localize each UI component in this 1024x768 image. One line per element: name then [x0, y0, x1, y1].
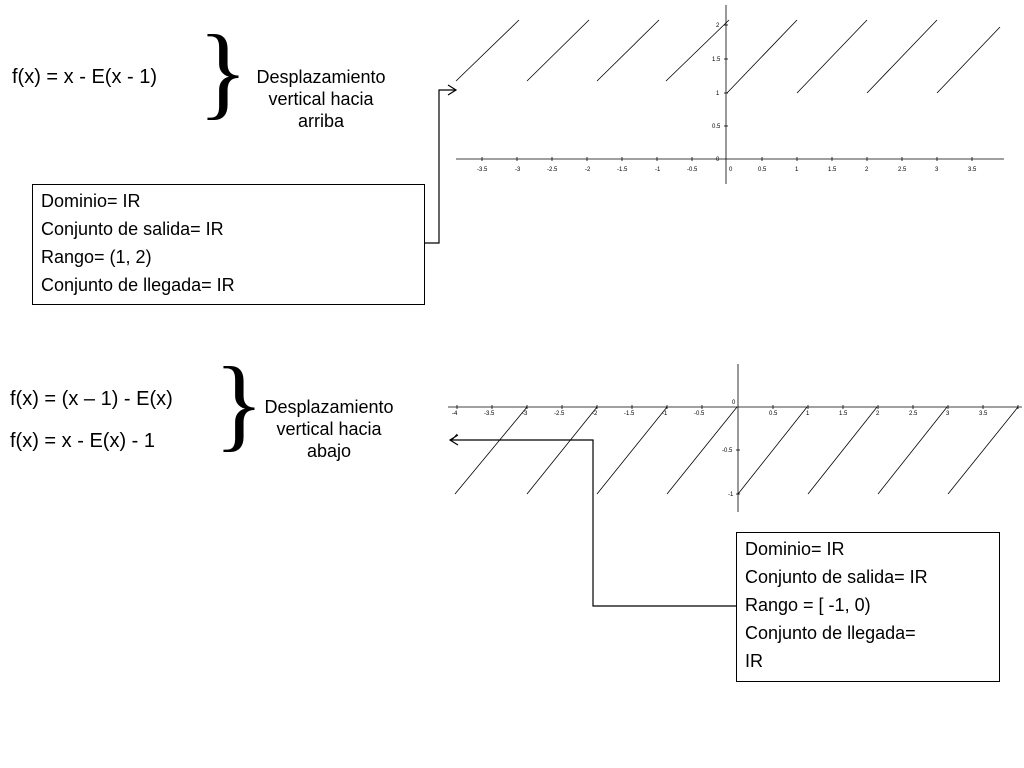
- segment: [866, 19, 938, 94]
- graph-downward: [448, 364, 1022, 512]
- codomain-text: Conjunto de llegada= IR: [41, 275, 235, 295]
- x-tick-label: -3: [515, 167, 521, 173]
- segment: [526, 406, 598, 495]
- segment: [947, 406, 1019, 495]
- graph-upward-labels: -3.5 -3 -2.5 -2 -1.5 -1 -0.5 0 0.5 1 1.5…: [477, 23, 977, 173]
- segment: [665, 19, 730, 82]
- x-tick-label: -2: [592, 411, 598, 417]
- y-tick-label: 0: [716, 157, 720, 163]
- segment: [726, 19, 798, 94]
- x-tick-label: -2: [585, 167, 591, 173]
- x-tick-label: -0.5: [687, 167, 698, 173]
- caption-line: vertical hacia: [276, 419, 382, 439]
- arrowhead-left-icon: [448, 434, 459, 446]
- x-tick-label: 3.5: [979, 411, 988, 417]
- segment: [936, 26, 1001, 94]
- curly-brace-icon: }: [198, 14, 248, 129]
- x-tick-label: 0: [729, 167, 733, 173]
- x-tick-label: 1: [806, 411, 810, 417]
- x-tick-label: -1.5: [624, 411, 635, 417]
- caption-line: Desplazamiento: [256, 67, 386, 87]
- y-tick-label: -1: [728, 492, 734, 498]
- curly-brace-icon: }: [214, 346, 264, 461]
- range-text: Rango = [ -1, 0): [745, 595, 871, 615]
- x-tick-label: 3: [935, 167, 939, 173]
- x-tick-label: 1.5: [828, 167, 837, 173]
- x-tick-label: -0.5: [694, 411, 705, 417]
- x-tick-label: -4: [452, 411, 458, 417]
- properties-box-upward: Dominio= IR Conjunto de salida= IR Rango…: [32, 184, 425, 305]
- x-tick-label: 2.5: [898, 167, 907, 173]
- caption-downward-shift: Desplazamiento vertical hacia abajo: [244, 396, 414, 462]
- domain-text: Dominio= IR: [745, 539, 845, 559]
- x-tick-label: 0.5: [769, 411, 778, 417]
- formula-upward-shift: f(x) = x - E(x - 1): [12, 66, 157, 88]
- segment: [596, 19, 660, 82]
- connector-arrows: [425, 84, 736, 607]
- caption-line: arriba: [297, 111, 345, 131]
- x-tick-label: -1: [662, 411, 668, 417]
- x-tick-label: 2.5: [909, 411, 918, 417]
- segment: [455, 19, 520, 82]
- range-text: Rango= (1, 2): [41, 247, 152, 267]
- x-tick-label: -1: [655, 167, 661, 173]
- x-tick-label: 1: [795, 167, 799, 173]
- y-tick-label: 0.5: [712, 124, 721, 130]
- formula-downward-shift-1: f(x) = (x – 1) - E(x): [10, 388, 173, 410]
- caption-line: vertical hacia: [268, 89, 374, 109]
- x-tick-label: 3: [946, 411, 950, 417]
- x-tick-label: 2: [865, 167, 869, 173]
- x-tick-label: 0.5: [758, 167, 767, 173]
- arrowhead-right-icon: [447, 84, 458, 96]
- x-tick-label: -3.5: [477, 167, 488, 173]
- y-tick-label: 2: [716, 23, 720, 29]
- segment: [807, 406, 878, 495]
- caption-line: Desplazamiento: [264, 397, 394, 417]
- codomain-text: Conjunto de llegada=: [745, 623, 916, 643]
- domain-text: Dominio= IR: [41, 191, 141, 211]
- graph-downward-labels: -4 -3.5 -3 -2.5 -2 -1.5 -1 -0.5 0 0.5 1 …: [452, 400, 988, 498]
- segment: [877, 406, 948, 495]
- caption-line: abajo: [306, 441, 352, 461]
- segment: [596, 406, 668, 495]
- source-set-text: Conjunto de salida= IR: [41, 219, 224, 239]
- segment: [666, 406, 738, 495]
- x-tick-label: -3.5: [484, 411, 495, 417]
- x-tick-label: 2: [876, 411, 880, 417]
- caption-upward-shift: Desplazamiento vertical hacia arriba: [236, 66, 406, 132]
- x-tick-label: -3: [522, 411, 528, 417]
- x-tick-label: -2.5: [554, 411, 565, 417]
- y-tick-label: 1.5: [712, 57, 721, 63]
- graph-upward: [455, 5, 1004, 184]
- y-tick-label: -0.5: [722, 448, 733, 454]
- y-tick-marks: [736, 449, 740, 495]
- connector-arrow-downward: [450, 439, 736, 607]
- x-tick-label: 0: [732, 400, 736, 406]
- y-tick-label: 1: [716, 91, 720, 97]
- x-tick-label: -2.5: [547, 167, 558, 173]
- segment: [796, 19, 868, 94]
- source-set-text: Conjunto de salida= IR: [745, 567, 928, 587]
- sawtooth-series: [455, 19, 1001, 94]
- y-tick-marks: [724, 24, 728, 127]
- formula-downward-shift-2: f(x) = x - E(x) - 1: [10, 430, 155, 452]
- x-tick-label: 3.5: [968, 167, 977, 173]
- connector-arrow-upward: [425, 89, 455, 244]
- segment: [454, 406, 528, 495]
- x-tick-label: -1.5: [617, 167, 628, 173]
- x-tick-label: 1.5: [839, 411, 848, 417]
- codomain-text-cont: IR: [745, 651, 763, 671]
- x-tick-marks: [456, 405, 1019, 409]
- properties-box-downward: Dominio= IR Conjunto de salida= IR Rango…: [736, 532, 1000, 682]
- x-tick-marks: [481, 157, 973, 161]
- segment: [526, 19, 590, 82]
- segment: [737, 406, 808, 495]
- sawtooth-series: [451, 406, 1019, 495]
